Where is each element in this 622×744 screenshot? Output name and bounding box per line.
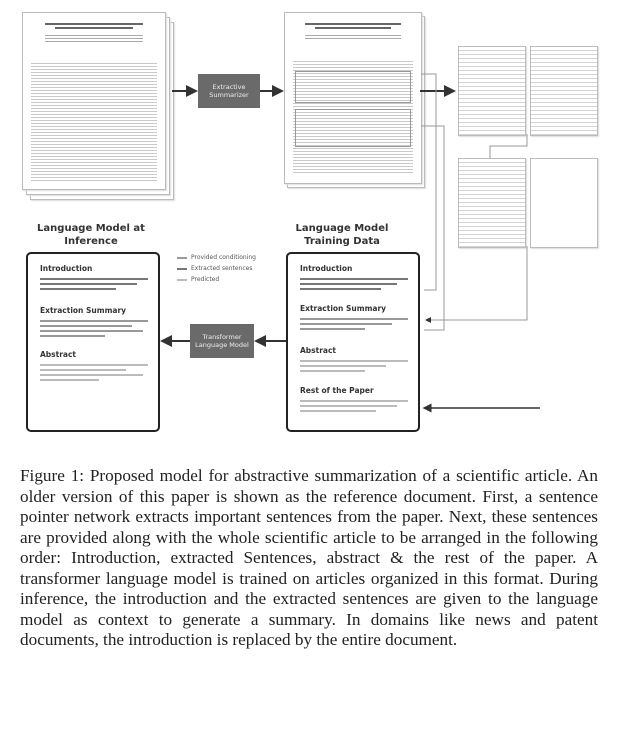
inference-heading: Language Model at Inference [37,223,145,247]
text-lines [40,364,148,384]
section-label: Rest of the Paper [300,386,374,395]
connector-pages [489,134,528,158]
text-lines [300,360,408,375]
text-lines [300,400,408,415]
training-heading: Language Model Training Data [295,223,389,247]
section-label: Introduction [40,264,93,273]
paper-body-text [293,59,413,175]
connector-abstract [425,246,528,323]
page-thumbnail [530,46,598,136]
page-thumbnail [458,46,526,136]
legend-item: Predicted [191,276,220,283]
section-label: Abstract [40,350,77,359]
text-lines [300,318,408,333]
section-label: Introduction [300,264,353,273]
section-label: Extraction Summary [300,304,387,313]
paper-body-text [31,61,157,181]
connector-extract [421,125,445,331]
extracted-paper-page [284,12,422,184]
highlight-box [295,71,411,103]
text-lines [300,278,408,293]
connector-lines [160,73,540,413]
source-paper-page [22,12,166,190]
paper-title-lines [45,23,143,44]
figure-diagram: Extractive Summarizer Transformer Langua… [22,12,598,432]
highlight-box [295,109,411,147]
section-label: Abstract [300,346,337,355]
connector-intro [421,73,437,291]
section-label: Extraction Summary [40,306,127,315]
transformer-model-box: Transformer Language Model [190,324,254,358]
page-thumbnail [458,158,526,248]
training-card: Introduction Extraction Summary Abstract… [286,252,420,432]
legend: Provided conditioning Extracted sentence… [177,254,256,283]
text-lines [40,278,148,293]
legend-item: Provided conditioning [191,254,256,261]
text-lines [40,320,148,340]
inference-card: Introduction Extraction Summary Abstract [26,252,160,432]
page-thumbnail [530,158,598,248]
figure-caption: Figure 1: Proposed model for abstractive… [20,466,598,649]
extractive-summarizer-box: Extractive Summarizer [198,74,260,108]
legend-item: Extracted sentences [191,265,253,272]
